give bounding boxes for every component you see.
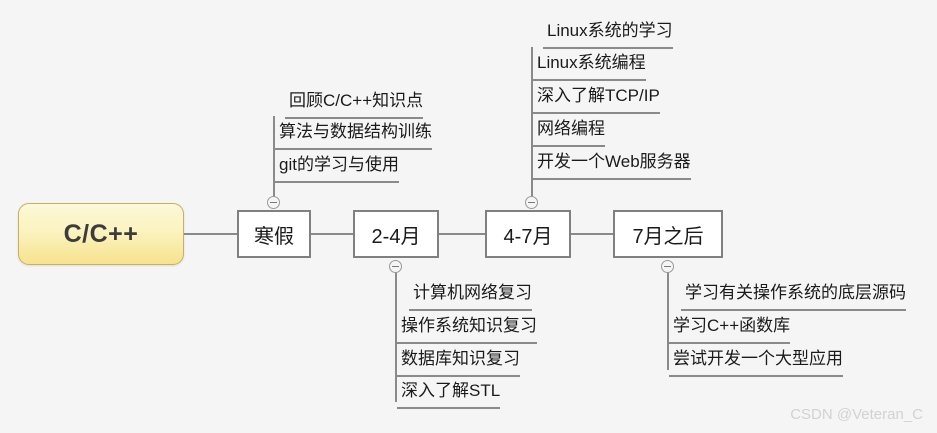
leaf-after-jul-0[interactable]: 学习有关操作系统的底层源码 (681, 280, 906, 311)
collapse-toggle-feb-apr[interactable] (389, 260, 402, 273)
collapse-toggle-apr-jul[interactable] (525, 196, 538, 209)
spine-hanjia (273, 116, 275, 198)
connector-apr-jul-to-after-jul (571, 233, 613, 235)
leaf-after-jul-2[interactable]: 尝试开发一个大型应用 (669, 346, 843, 377)
leaf-hanjia-0[interactable]: 回顾C/C++知识点 (285, 88, 424, 119)
leaf-after-jul-1[interactable]: 学习C++函数库 (669, 313, 791, 344)
main-node-apr-jul[interactable]: 4-7月 (485, 210, 571, 258)
spine-feb-apr (395, 270, 397, 402)
leaf-apr-jul-4[interactable]: 开发一个Web服务器 (533, 149, 691, 180)
root-node[interactable]: C/C++ (18, 203, 184, 265)
main-node-apr-jul-label: 4-7月 (503, 225, 553, 248)
main-node-feb-apr-label: 2-4月 (371, 225, 421, 248)
main-node-feb-apr[interactable]: 2-4月 (353, 210, 439, 258)
collapse-toggle-hanjia[interactable] (267, 196, 280, 209)
main-node-after-jul-label: 7月之后 (632, 225, 704, 248)
leaf-feb-apr-1[interactable]: 操作系统知识复习 (397, 313, 537, 344)
leaf-feb-apr-2[interactable]: 数据库知识复习 (397, 346, 520, 377)
root-node-label: C/C++ (63, 219, 139, 248)
connector-feb-apr-to-apr-jul (439, 233, 485, 235)
main-node-hanjia-label: 寒假 (254, 225, 294, 248)
leaf-apr-jul-1[interactable]: Linux系统编程 (533, 50, 646, 81)
watermark: CSDN @Veteran_C (790, 406, 923, 423)
leaf-hanjia-1[interactable]: 算法与数据结构训练 (275, 119, 432, 150)
leaf-apr-jul-0[interactable]: Linux系统的学习 (543, 18, 673, 49)
collapse-toggle-after-jul[interactable] (661, 260, 674, 273)
spine-after-jul (667, 270, 669, 370)
connector-root-to-hanjia (184, 233, 237, 235)
leaf-apr-jul-2[interactable]: 深入了解TCP/IP (533, 83, 660, 114)
connector-hanjia-to-feb-apr (311, 233, 353, 235)
leaf-hanjia-2[interactable]: git的学习与使用 (275, 152, 399, 183)
main-node-hanjia[interactable]: 寒假 (237, 210, 311, 258)
leaf-feb-apr-3[interactable]: 深入了解STL (397, 378, 501, 409)
main-node-after-jul[interactable]: 7月之后 (613, 210, 723, 258)
spine-apr-jul (531, 47, 533, 198)
leaf-apr-jul-3[interactable]: 网络编程 (533, 116, 605, 147)
leaf-feb-apr-0[interactable]: 计算机网络复习 (409, 280, 532, 311)
